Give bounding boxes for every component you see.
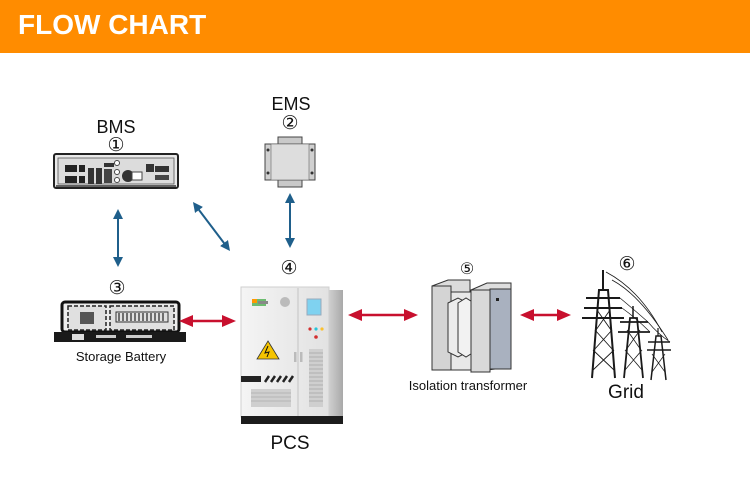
bms-label: BMS bbox=[96, 117, 136, 137]
bms-number: ① bbox=[107, 135, 125, 156]
arrow-bms-pcs bbox=[192, 202, 231, 251]
pcs-cabinet bbox=[240, 286, 343, 424]
grid-number: ⑥ bbox=[618, 254, 636, 275]
transformer-number: ⑤ bbox=[459, 261, 475, 278]
ems-device bbox=[264, 136, 316, 188]
storage-battery-device bbox=[54, 300, 186, 342]
battery-number: ③ bbox=[108, 278, 126, 299]
battery-label: Storage Battery bbox=[75, 349, 167, 364]
transformer-label: Isolation transformer bbox=[408, 378, 528, 393]
grid-towers bbox=[582, 270, 671, 381]
ems-number: ② bbox=[281, 113, 299, 134]
pcs-number: ④ bbox=[280, 258, 298, 279]
pcs-label: PCS bbox=[270, 433, 310, 454]
ems-label: EMS bbox=[271, 94, 311, 114]
page-title: FLOW CHART bbox=[18, 9, 207, 40]
bms-device bbox=[53, 153, 179, 189]
grid-label: Grid bbox=[608, 382, 644, 403]
header-banner: FLOW CHART bbox=[0, 0, 750, 53]
isolation-transformer-device bbox=[431, 279, 512, 373]
